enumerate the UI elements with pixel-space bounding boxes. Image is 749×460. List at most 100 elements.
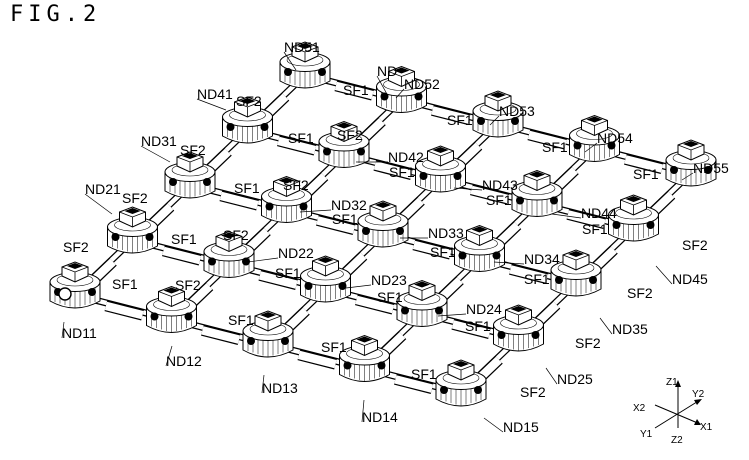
shaft-label-sf1: SF1 <box>288 130 314 146</box>
node-unit <box>146 285 197 333</box>
leader-line <box>681 172 694 181</box>
leader-line <box>361 399 365 423</box>
shaft-label-sf2: SF2 <box>122 190 148 206</box>
leader-line <box>84 193 113 215</box>
shaft-label-sf2: SF2 <box>180 142 206 158</box>
axis-z1: Z1 <box>666 377 678 388</box>
shaft-label-sf1: SF1 <box>486 192 512 208</box>
node-label: ND22 <box>278 245 314 261</box>
axis-x1: X1 <box>700 422 713 433</box>
leader-layer <box>61 51 694 433</box>
device-label: ND <box>377 63 397 79</box>
leader-line <box>453 187 483 191</box>
leader-line <box>489 115 500 126</box>
node-label: ND34 <box>524 251 560 267</box>
shaft-label-sf1: SF1 <box>633 166 659 182</box>
node-unit <box>550 249 602 297</box>
shaft-label-sf2: SF2 <box>682 237 708 253</box>
node-unit <box>261 175 312 223</box>
node-label: ND42 <box>388 149 424 165</box>
node-label: ND15 <box>503 419 539 435</box>
leader-line <box>261 374 265 394</box>
z1-arrow-icon <box>675 380 681 387</box>
leader-line <box>545 367 558 385</box>
node-unit <box>357 200 409 248</box>
node-unit <box>300 255 351 303</box>
shaft-label-sf1: SF1 <box>411 366 437 382</box>
shaft-label-sf1: SF1 <box>582 221 608 237</box>
node-unit <box>665 139 717 187</box>
node-label: ND32 <box>331 197 367 213</box>
shaft-label-sf1: SF1 <box>321 339 347 355</box>
x1-arrow-icon <box>694 419 701 425</box>
node-label: ND43 <box>482 177 518 193</box>
node-label: ND24 <box>466 301 502 317</box>
node-unit <box>472 90 524 138</box>
node-unit <box>454 224 505 272</box>
node-unit <box>242 310 294 358</box>
shaft-label-sf1: SF1 <box>112 276 138 292</box>
leader-line <box>437 313 467 317</box>
shaft-label-sf2: SF2 <box>236 93 262 109</box>
shaft-label-sf1: SF1 <box>343 82 369 98</box>
node-unit <box>396 279 448 327</box>
axis-y2: Y2 <box>692 389 705 400</box>
shaft-label-sf1: SF1 <box>332 211 358 227</box>
node-label: ND41 <box>197 86 233 102</box>
shaft-label-sf1: SF1 <box>465 318 491 334</box>
node-unit <box>318 120 370 168</box>
node-label: ND14 <box>362 409 398 425</box>
node-unit <box>376 65 427 113</box>
node-unit <box>339 334 390 382</box>
node-label: ND52 <box>404 76 440 92</box>
shaft-label-sf1: SF1 <box>275 265 301 281</box>
leader-line <box>196 98 227 111</box>
shaft-label-sf2: SF2 <box>520 384 546 400</box>
leader-line <box>483 417 504 433</box>
node-unit <box>415 145 466 193</box>
shaft-label-sf1: SF1 <box>377 289 403 305</box>
shaft-label-sf1: SF1 <box>447 112 473 128</box>
leader-line <box>655 265 673 285</box>
shaft-label-sf2: SF2 <box>175 277 201 293</box>
node-label: ND44 <box>581 205 617 221</box>
y2-arrow-icon <box>694 399 702 405</box>
node-unit <box>493 304 544 352</box>
leader-line <box>376 75 389 97</box>
leader-line <box>165 345 173 367</box>
node-unit <box>569 114 620 162</box>
node-label: ND25 <box>557 371 593 387</box>
node-unit <box>511 169 563 217</box>
axis-z2: Z2 <box>671 435 683 446</box>
leader-line <box>551 213 582 219</box>
node-unit <box>164 151 216 199</box>
node-unit <box>203 230 255 278</box>
shaft-label-sf2: SF2 <box>283 177 309 193</box>
shaft-label-sf1: SF1 <box>524 271 550 287</box>
node-label: ND31 <box>141 133 177 149</box>
leader-line <box>493 261 525 265</box>
leader-line <box>61 321 65 339</box>
shaft-label-sf1: SF1 <box>542 139 568 155</box>
node-label: ND51 <box>284 39 320 55</box>
node-label: ND12 <box>166 353 202 369</box>
y-axis-line <box>654 399 701 429</box>
node-unit <box>279 41 331 89</box>
node-label: ND35 <box>612 321 648 337</box>
shaft-label-sf1: SF1 <box>228 312 254 328</box>
figure-title: FIG.2 <box>10 2 102 27</box>
shaft-label-sf1: SF1 <box>430 244 456 260</box>
shaft-label-sf1: SF1 <box>171 231 197 247</box>
node-label: ND13 <box>262 380 298 396</box>
label-layer: ND11ND12ND13ND14ND15ND21ND25ND31ND35ND41… <box>62 39 729 435</box>
shaft-label-sf2: SF2 <box>63 239 89 255</box>
shaft-label-sf2: SF2 <box>337 127 363 143</box>
node-unit <box>107 206 158 254</box>
node-label: ND21 <box>85 181 121 197</box>
leader-line <box>345 284 372 289</box>
node-layer <box>49 41 717 407</box>
leader-line <box>599 317 613 335</box>
leader-line <box>584 142 598 153</box>
shaft-label-sf1: SF1 <box>389 164 415 180</box>
node-label: ND55 <box>693 160 729 176</box>
